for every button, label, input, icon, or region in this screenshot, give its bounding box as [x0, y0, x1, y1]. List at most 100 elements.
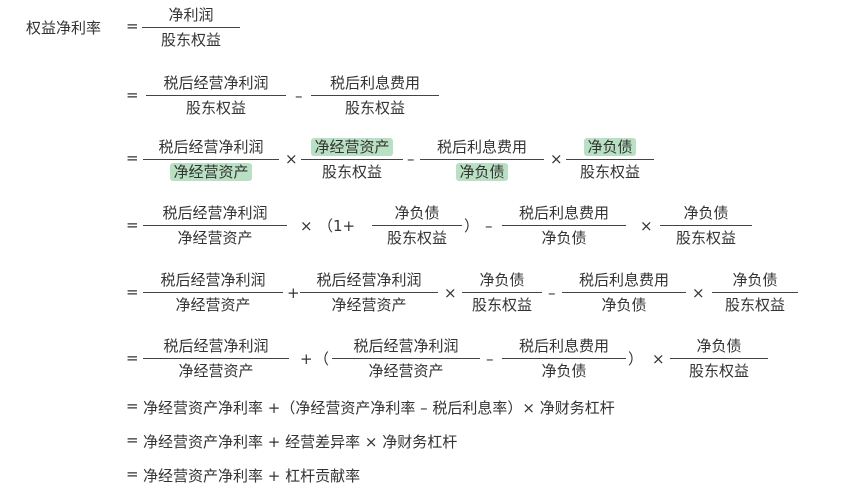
numerator: 税后利息费用 [329, 74, 420, 92]
times-sign: × [550, 150, 563, 168]
open-paren-one-plus: （1+ [318, 217, 356, 235]
highlight: 净负债 [456, 163, 508, 181]
plus-sign: + [287, 284, 300, 302]
denominator: 净经营资产 [175, 296, 251, 314]
fraction: 净经营资产 股东权益 [301, 137, 403, 182]
fraction-bar [712, 292, 798, 293]
fraction-bar [143, 225, 287, 226]
numerator: 净经营资产 [301, 137, 403, 157]
fraction: 税后经营净利润 净经营资产 [332, 336, 480, 381]
equals-sign: = [126, 86, 139, 104]
denominator: 股东权益 [185, 99, 246, 117]
numerator: 税后经营净利润 [163, 337, 269, 355]
numerator: 净利润 [168, 6, 214, 24]
times-sign: × [652, 350, 665, 368]
highlight: 净负债 [584, 138, 636, 156]
denominator: 净负债 [541, 229, 587, 247]
numerator: 税后经营净利润 [158, 138, 264, 156]
fraction: 税后经营净利润 净经营资产 [143, 137, 279, 182]
numerator: 税后利息费用 [436, 138, 527, 156]
open-paren: （ [314, 350, 330, 368]
numerator: 税后经营净利润 [163, 74, 269, 92]
formula-text: 净经营资产净利率 + 杠杆贡献率 [143, 467, 361, 485]
fraction-bar [143, 358, 289, 359]
fraction-bar [143, 159, 279, 160]
times-sign: × [640, 217, 653, 235]
denominator: 股东权益 [675, 229, 736, 247]
numerator: 净负债 [732, 271, 778, 289]
close-paren: ） [628, 350, 644, 368]
fraction-bar [332, 358, 480, 359]
equals-sign: = [126, 431, 139, 449]
minus-sign: – [486, 350, 494, 368]
minus-sign: – [295, 87, 303, 105]
fraction: 税后利息费用 净负债 [562, 270, 686, 315]
denominator: 股东权益 [471, 296, 532, 314]
numerator: 净负债 [479, 271, 525, 289]
formula-text: 净经营资产净利率 + 经营差异率 × 净财务杠杆 [143, 433, 458, 451]
times-sign: × [300, 217, 313, 235]
fraction: 税后经营净利润 净经营资产 [143, 203, 287, 248]
minus-sign: – [407, 150, 415, 168]
minus-sign: – [485, 217, 493, 235]
equals-sign: = [126, 465, 139, 483]
highlight: 净经营资产 [311, 138, 393, 156]
fraction-bar [301, 159, 403, 160]
fraction-bar [420, 159, 544, 160]
fraction: 净负债 股东权益 [660, 203, 752, 248]
fraction-bar [372, 225, 462, 226]
fraction: 净负债 股东权益 [566, 137, 654, 182]
numerator: 税后利息费用 [518, 337, 609, 355]
fraction: 税后经营净利润 股东权益 [146, 73, 286, 118]
fraction: 净负债 股东权益 [462, 270, 542, 315]
fraction: 净负债 股东权益 [712, 270, 798, 315]
equals-sign: = [126, 149, 139, 167]
denominator: 股东权益 [321, 163, 382, 181]
denominator: 股东权益 [579, 163, 640, 181]
denominator: 股东权益 [386, 229, 447, 247]
times-sign: × [692, 284, 705, 302]
denominator: 净经营资产 [368, 362, 444, 380]
numerator: 净负债 [696, 337, 742, 355]
fraction: 税后经营净利润 净经营资产 [300, 270, 438, 315]
highlight: 净经营资产 [170, 163, 252, 181]
fraction: 净负债 股东权益 [372, 203, 462, 248]
close-paren: ） [464, 217, 480, 235]
equals-sign: = [126, 397, 139, 415]
fraction-bar [566, 159, 654, 160]
denominator: 股东权益 [160, 31, 221, 49]
fraction-bar [462, 292, 542, 293]
numerator: 税后经营净利润 [353, 337, 459, 355]
fraction: 税后利息费用 净负债 [420, 137, 544, 182]
fraction-bar [300, 292, 438, 293]
times-sign: × [285, 150, 298, 168]
equals-sign: = [126, 349, 139, 367]
fraction-bar [143, 292, 283, 293]
denominator: 净经营资产 [143, 162, 279, 182]
denominator: 股东权益 [688, 362, 749, 380]
numerator: 净负债 [683, 204, 729, 222]
denominator: 净负债 [601, 296, 647, 314]
lhs-label: 权益净利率 [26, 19, 102, 37]
denominator: 净经营资产 [331, 296, 407, 314]
fraction: 税后经营净利润 净经营资产 [143, 270, 283, 315]
fraction: 税后利息费用 净负债 [502, 336, 626, 381]
fraction: 税后利息费用 净负债 [502, 203, 626, 248]
minus-sign: – [548, 284, 556, 302]
fraction-bar [660, 225, 752, 226]
equals-sign: = [126, 283, 139, 301]
numerator: 税后经营净利润 [160, 271, 266, 289]
numerator: 税后利息费用 [518, 204, 609, 222]
denominator: 股东权益 [724, 296, 785, 314]
fraction: 净利润 股东权益 [142, 5, 240, 50]
denominator: 净经营资产 [178, 362, 254, 380]
fraction-bar [670, 358, 768, 359]
numerator: 净负债 [566, 137, 654, 157]
plus-sign: + [300, 350, 313, 368]
fraction: 税后经营净利润 净经营资产 [143, 336, 289, 381]
fraction: 净负债 股东权益 [670, 336, 768, 381]
fraction-bar [502, 225, 626, 226]
numerator: 税后经营净利润 [316, 271, 422, 289]
equals-sign: = [126, 17, 139, 35]
fraction-bar [311, 95, 439, 96]
